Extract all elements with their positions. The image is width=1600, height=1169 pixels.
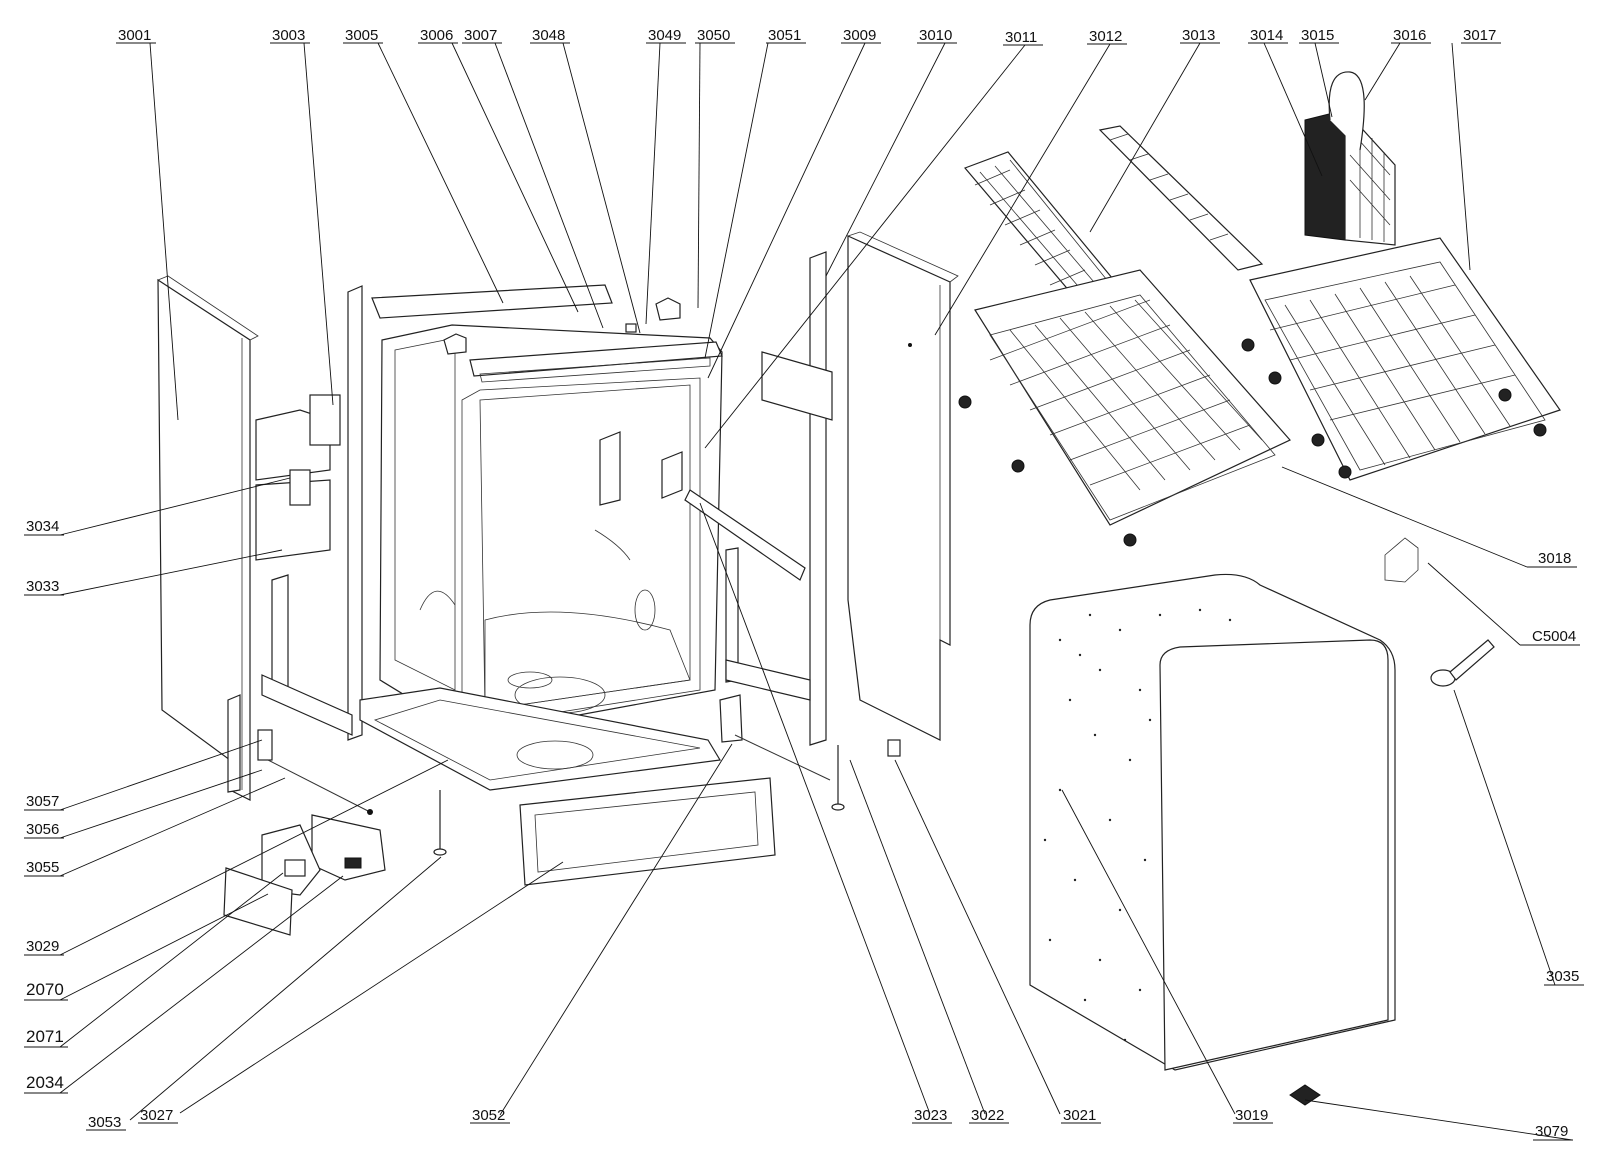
- callout-3021: 3021: [1061, 1107, 1101, 1124]
- leader-lines: [59, 42, 1573, 1141]
- callout-3055: 3055: [24, 859, 64, 877]
- callout-3010: 3010: [917, 27, 957, 44]
- svg-text:3056: 3056: [26, 821, 59, 838]
- salt-container: [1384, 537, 1419, 583]
- callout-2071: 2071: [24, 1027, 68, 1048]
- callout-3015: 3015: [1299, 27, 1339, 44]
- callout-3057: 3057: [24, 793, 64, 811]
- callout-3016: 3016: [1391, 27, 1431, 44]
- side-panel-right: [847, 231, 959, 757]
- svg-text:3021: 3021: [1063, 1107, 1096, 1124]
- svg-text:2071: 2071: [26, 1027, 64, 1046]
- callout-3050: 3050: [695, 27, 735, 44]
- callout-3007: 3007: [462, 27, 502, 44]
- frame-strip-left: [227, 285, 363, 793]
- svg-text:3029: 3029: [26, 938, 59, 955]
- callout-labels: 3001 3003 3005 3006 3007 3048 3049 3050 …: [24, 27, 1584, 1141]
- svg-text:3079: 3079: [1535, 1123, 1568, 1140]
- lower-basket: [1241, 237, 1561, 481]
- callout-3012: 3012: [1087, 28, 1127, 45]
- callout-3017: 3017: [1461, 27, 1501, 44]
- callout-3013: 3013: [1180, 27, 1220, 44]
- svg-text:3057: 3057: [26, 793, 59, 810]
- callout-3048: 3048: [530, 27, 570, 44]
- svg-text:3035: 3035: [1546, 968, 1579, 985]
- callout-3027: 3027: [138, 1107, 178, 1124]
- callout-2070: 2070: [24, 980, 68, 1001]
- svg-text:3051: 3051: [768, 27, 801, 44]
- callout-3014: 3014: [1248, 27, 1288, 44]
- part-drawings: [157, 71, 1561, 1106]
- callout-3034: 3034: [24, 518, 64, 536]
- svg-text:3053: 3053: [88, 1114, 121, 1131]
- svg-text:C5004: C5004: [1532, 628, 1576, 645]
- callout-3053: 3053: [86, 1114, 126, 1131]
- toe-kick-panel: [519, 777, 776, 886]
- svg-text:3011: 3011: [1005, 29, 1037, 46]
- svg-text:3005: 3005: [345, 27, 378, 44]
- svg-text:3018: 3018: [1538, 550, 1571, 567]
- svg-text:3019: 3019: [1235, 1107, 1268, 1124]
- svg-text:3006: 3006: [420, 27, 453, 44]
- svg-text:3003: 3003: [272, 27, 305, 44]
- svg-text:3023: 3023: [914, 1107, 947, 1124]
- callout-3006: 3006: [418, 27, 458, 44]
- small-clip: [1289, 1084, 1321, 1106]
- hinge-assembly-left: [257, 729, 373, 815]
- outer-cabinet: [1029, 573, 1396, 1071]
- callout-3029: 3029: [24, 938, 64, 956]
- callout-3011: 3011: [1003, 29, 1043, 46]
- callout-3022: 3022: [969, 1107, 1009, 1124]
- callout-3052: 3052: [470, 1107, 510, 1124]
- callout-3018: 3018: [1527, 550, 1577, 568]
- measuring-spoon: [1430, 639, 1495, 687]
- callout-3049: 3049: [646, 27, 686, 44]
- callout-3023: 3023: [912, 1107, 952, 1124]
- base-pan: [359, 687, 721, 791]
- callout-3009: 3009: [841, 27, 881, 44]
- svg-text:3022: 3022: [971, 1107, 1004, 1124]
- svg-text:3012: 3012: [1089, 28, 1122, 45]
- tine-rack: [1098, 125, 1264, 271]
- svg-text:3010: 3010: [919, 27, 952, 44]
- callout-3033: 3033: [24, 578, 64, 596]
- svg-text:3050: 3050: [697, 27, 730, 44]
- control-box: [223, 814, 386, 936]
- callout-3001: 3001: [116, 27, 156, 44]
- svg-text:3033: 3033: [26, 578, 59, 595]
- svg-text:2034: 2034: [26, 1073, 64, 1092]
- svg-text:3009: 3009: [843, 27, 876, 44]
- svg-text:2070: 2070: [26, 980, 64, 999]
- cutlery-basket: [1304, 71, 1396, 246]
- svg-text:3013: 3013: [1182, 27, 1215, 44]
- svg-text:3048: 3048: [532, 27, 565, 44]
- svg-text:3034: 3034: [26, 518, 59, 535]
- svg-text:3015: 3015: [1301, 27, 1334, 44]
- upper-basket: [958, 269, 1291, 547]
- adjustable-foot: [433, 790, 447, 856]
- callout-2034: 2034: [24, 1073, 68, 1094]
- callout-3056: 3056: [24, 821, 64, 839]
- svg-text:3007: 3007: [464, 27, 497, 44]
- svg-text:3049: 3049: [648, 27, 681, 44]
- callout-3019: 3019: [1233, 1107, 1273, 1124]
- tub-body: [371, 284, 723, 736]
- callout-3079: 3079: [1533, 1123, 1573, 1141]
- callout-3005: 3005: [343, 27, 383, 44]
- svg-text:3055: 3055: [26, 859, 59, 876]
- callout-3035: 3035: [1544, 968, 1584, 986]
- mounting-brackets-left: [255, 394, 341, 561]
- svg-text:3001: 3001: [118, 27, 151, 44]
- svg-text:3052: 3052: [472, 1107, 505, 1124]
- callout-3003: 3003: [270, 27, 310, 44]
- svg-text:3017: 3017: [1463, 27, 1496, 44]
- callout-C5004: C5004: [1520, 628, 1580, 646]
- svg-text:3014: 3014: [1250, 27, 1283, 44]
- svg-text:3027: 3027: [140, 1107, 173, 1124]
- svg-text:3016: 3016: [1393, 27, 1426, 44]
- side-frame-right: [684, 251, 845, 811]
- callout-3051: 3051: [766, 27, 806, 44]
